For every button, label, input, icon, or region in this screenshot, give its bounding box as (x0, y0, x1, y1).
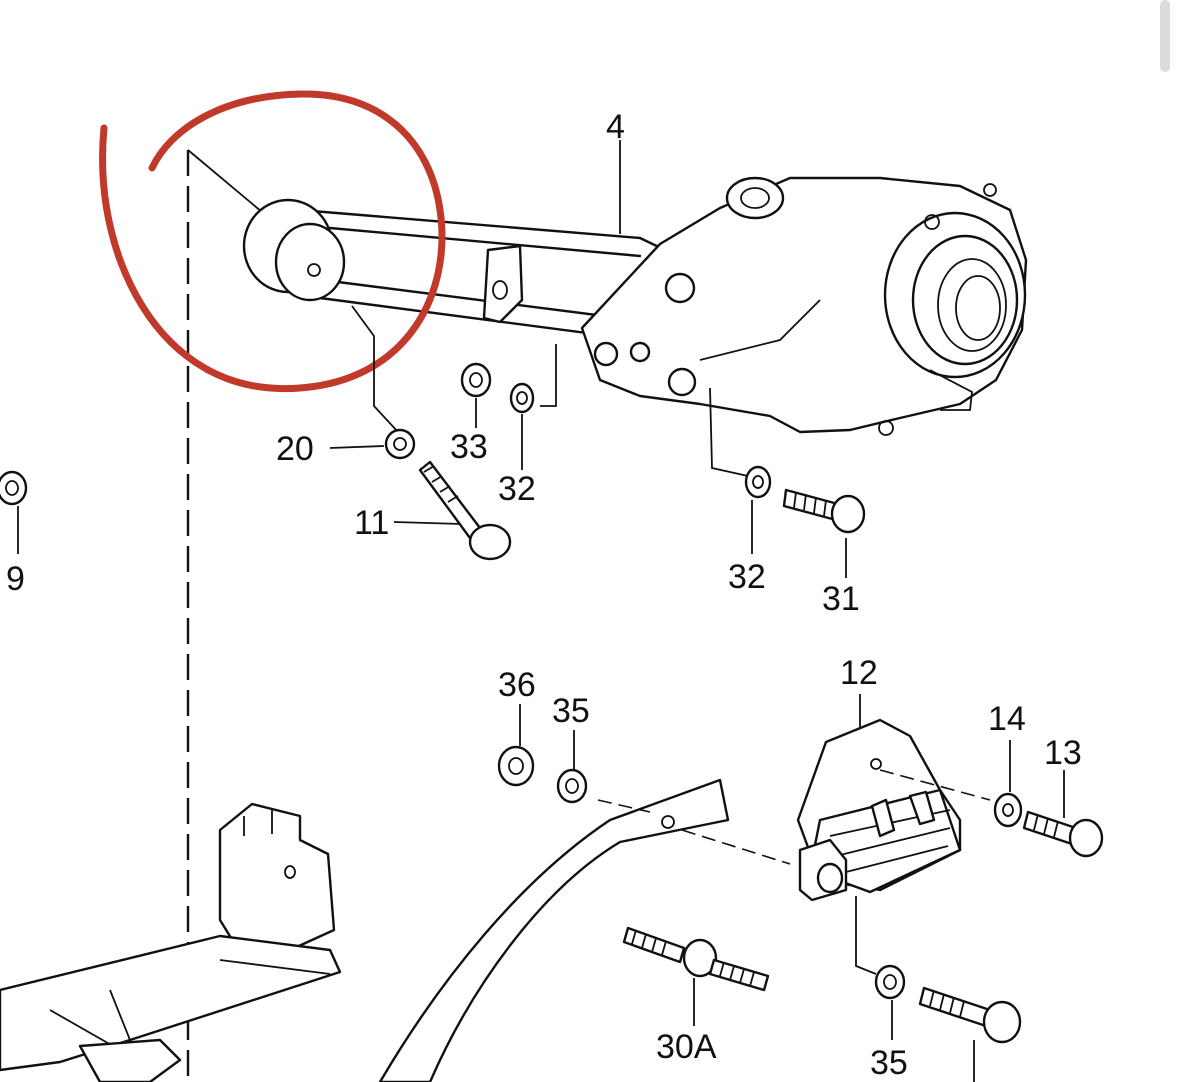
label-part-33: 33 (450, 428, 488, 466)
washer-35-upper (556, 768, 588, 804)
bolt-11 (418, 460, 512, 561)
label-part-4: 4 (606, 108, 625, 146)
label-part-35-upper: 35 (552, 692, 590, 730)
red-annotation-circle (99, 90, 446, 393)
washer-32-lower (744, 465, 772, 499)
label-part-11: 11 (354, 504, 389, 542)
nut-20 (384, 428, 416, 460)
nut-33 (460, 362, 492, 398)
bolt-13 (1022, 810, 1104, 858)
lower-bolt (918, 986, 1022, 1044)
label-part-30a: 30A (656, 1028, 717, 1066)
transmission-mount-arm (242, 198, 692, 342)
washer-35-lower (874, 964, 906, 1000)
nut-36 (497, 745, 535, 787)
label-part-20: 20 (276, 430, 314, 468)
washer-32-upper (509, 382, 535, 414)
stud-30a (622, 926, 770, 992)
left-mount-assembly (0, 802, 342, 1082)
label-part-32-upper: 32 (498, 470, 536, 508)
washer-14 (993, 792, 1023, 828)
label-part-9: 9 (6, 560, 25, 598)
bolt-31 (782, 488, 866, 534)
label-part-31: 31 (822, 580, 860, 618)
label-part-32-lower: 32 (728, 558, 766, 596)
label-part-12: 12 (840, 654, 878, 692)
rubber-mount-12 (796, 718, 962, 902)
axis-leader (187, 149, 263, 213)
scrollbar[interactable] (1160, 0, 1170, 72)
label-part-14: 14 (988, 700, 1026, 738)
nut-9 (0, 470, 28, 506)
transmission-housing (580, 176, 1028, 436)
label-part-36: 36 (498, 666, 536, 704)
label-part-13: 13 (1044, 734, 1082, 772)
support-strap (378, 778, 730, 1082)
label-part-35-lower: 35 (870, 1044, 908, 1082)
